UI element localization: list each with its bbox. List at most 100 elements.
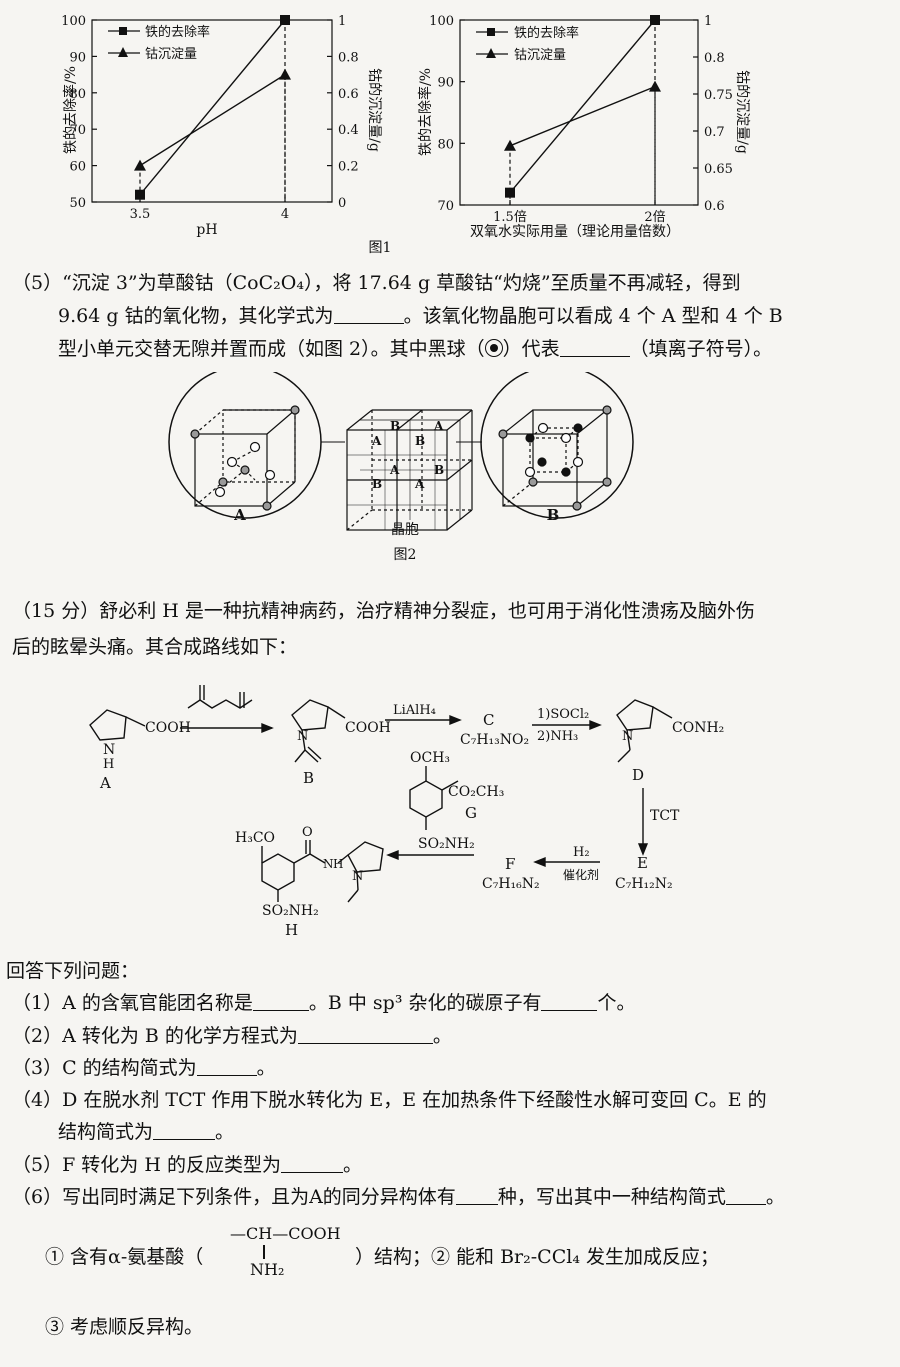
ytick-label: 80 — [437, 137, 454, 152]
h-h3co: H₃CO — [235, 830, 275, 846]
q6-text-a: （6）写出同时满足下列条件，且为A的同分异构体有 — [12, 1186, 456, 1208]
legend-square-marker — [119, 27, 127, 35]
label-b: B — [303, 769, 314, 787]
label-f: F — [505, 855, 515, 873]
h-oxygen: O — [302, 825, 313, 840]
alpha-amino-nh2: NH₂ — [250, 1260, 285, 1279]
data-point-square — [650, 15, 660, 25]
condition-1: ① 含有α-氨基酸（ —CH—COOH NH₂ ）结构；② 能和 Br₂-CCl… — [45, 1224, 865, 1282]
cell-label-4: A — [433, 419, 444, 433]
label-g: G — [465, 804, 477, 822]
legend-left-series2: 钴沉淀量 — [145, 47, 197, 62]
figure1-caption: 图1 — [369, 240, 392, 256]
q3-text-b: 。 — [256, 1057, 276, 1079]
question-1: （1）A 的含氧官能团名称是。B 中 sp³ 杂化的碳原子有个。 — [12, 988, 888, 1015]
reagent-socl2: 1)SOCl₂ — [537, 707, 589, 722]
alpha-amino-ch: —CH—COOH — [230, 1224, 341, 1243]
q1-text-b: 。B 中 sp³ 杂化的碳原子有 — [308, 992, 542, 1014]
cell-label-7: A — [414, 477, 425, 491]
cell-label-2: B — [390, 419, 400, 433]
black-ball-icon — [484, 339, 503, 357]
ytick-right-label: 0.75 — [704, 88, 733, 103]
a-nitrogen: N — [103, 742, 115, 758]
xtick-label: 4 — [281, 207, 289, 222]
reagent-lialh4: LiAlH₄ — [393, 703, 436, 718]
cube-a-diagram: A — [168, 372, 322, 524]
ytick-label: 100 — [61, 14, 86, 29]
f-formula: C₇H₁₆N₂ — [482, 876, 540, 892]
figure2-caption: 图2 — [394, 547, 417, 563]
xtick-label: 2倍 — [644, 210, 665, 225]
q5b-blank-type[interactable] — [280, 1153, 343, 1173]
ytick-right-label: 0.8 — [704, 51, 725, 66]
label-a: A — [99, 774, 111, 792]
alpha-amino-bond — [263, 1245, 265, 1259]
q2-text-b: 。 — [432, 1025, 452, 1047]
question-5: （5）F 转化为 H 的反应类型为。 — [12, 1150, 888, 1177]
series-line-cobalt — [139, 74, 286, 167]
chart-left-ylabel-right: 钴的沉淀量/g — [366, 68, 382, 152]
chart-right-ylabel: 铁的去除率/% — [417, 68, 434, 156]
questions-header: 回答下列问题： — [6, 960, 140, 982]
ytick-right-label: 0 — [338, 196, 346, 211]
chart-left-legend: 铁的去除率 钴沉淀量 — [108, 24, 210, 62]
data-point-triangle — [649, 80, 661, 92]
data-point-triangle — [279, 68, 291, 80]
label-c: C — [483, 711, 494, 729]
q2-text-a: （2）A 转化为 B 的化学方程式为 — [12, 1025, 298, 1047]
label-h: H — [285, 921, 298, 939]
chart-left-ylabel: 铁的去除率/% — [62, 66, 79, 154]
cell-label-3: B — [415, 434, 425, 448]
data-point-square — [280, 15, 290, 25]
q3-blank-structure[interactable] — [196, 1056, 257, 1076]
q6-text-c: 。 — [765, 1186, 785, 1208]
ytick-label: 70 — [69, 123, 86, 138]
question-2: （2）A 转化为 B 的化学方程式为 。 — [12, 1021, 888, 1048]
q5-blank-ion[interactable] — [559, 337, 630, 357]
ytick-right-label: 0.65 — [704, 162, 733, 177]
q3-text-a: （3）C 的结构简式为 — [12, 1057, 197, 1079]
cube-b-diagram: B — [480, 372, 634, 524]
chart-left: 铁的去除率/% 钴的沉淀量/g pH 506070809010000.20.40… — [61, 14, 382, 238]
q1-blank-group[interactable] — [252, 991, 309, 1011]
ytick-right-label: 0.6 — [704, 199, 725, 214]
g-so2nh2: SO₂NH₂ — [418, 836, 475, 852]
q5-line3-a: 型小单元交替无隙并置而成（如图 2）。其中黑球（ — [58, 338, 485, 360]
label-e: E — [637, 854, 648, 872]
h-nh-h: H — [333, 857, 343, 871]
ytick-right-label: 0.6 — [338, 87, 359, 102]
legend-right-series2: 钴沉淀量 — [514, 48, 566, 63]
series-line-iron — [139, 19, 286, 196]
reagent-h2: H₂ — [573, 845, 590, 860]
g-co2ch3: CO₂CH₃ — [448, 784, 504, 800]
question-3: （3）C 的结构简式为 。 — [12, 1053, 888, 1080]
q5-line1: （5）“沉淀 3”为草酸钴（CoC₂O₄），将 17.64 g 草酸钴“灼烧”至… — [12, 272, 741, 294]
q5b-text-b: 。 — [342, 1154, 362, 1176]
label-d: D — [632, 766, 644, 784]
intro-line2: 后的眩晕头痛。其合成路线如下： — [12, 636, 298, 658]
q6-blank-structure[interactable] — [725, 1185, 766, 1205]
h-so2nh2: SO₂NH₂ — [262, 903, 319, 919]
q5-blank-formula[interactable] — [333, 304, 404, 324]
ytick-label: 80 — [69, 87, 86, 102]
d-nitrogen: N — [622, 729, 633, 744]
b-cooh: COOH — [345, 720, 391, 736]
q5-line3-c: （填离子符号）。 — [629, 338, 773, 360]
q4-text-c: 。 — [215, 1121, 235, 1143]
chart-left-frame — [91, 19, 333, 203]
d-conh2: CONH₂ — [672, 720, 724, 736]
data-point-square — [505, 187, 515, 198]
q1-blank-count[interactable] — [541, 991, 598, 1011]
q2-blank-equation[interactable] — [297, 1024, 433, 1044]
chart-right-frame — [459, 19, 699, 206]
ytick-label: 90 — [69, 50, 86, 65]
q4-blank-structure[interactable] — [153, 1120, 216, 1140]
figure1: 铁的去除率/% 钴的沉淀量/g pH 506070809010000.20.40… — [61, 14, 750, 256]
a-hydrogen: H — [103, 757, 114, 772]
e-formula: C₇H₁₂N₂ — [615, 876, 673, 892]
chart-right-ylabel-right: 钴的沉淀量/g — [734, 70, 750, 154]
q6-blank-count[interactable] — [455, 1185, 498, 1205]
reagent-tct: TCT — [650, 808, 680, 824]
condition-1-text-a: ① 含有α-氨基酸（ — [45, 1246, 204, 1268]
series-line-cobalt — [509, 85, 656, 147]
